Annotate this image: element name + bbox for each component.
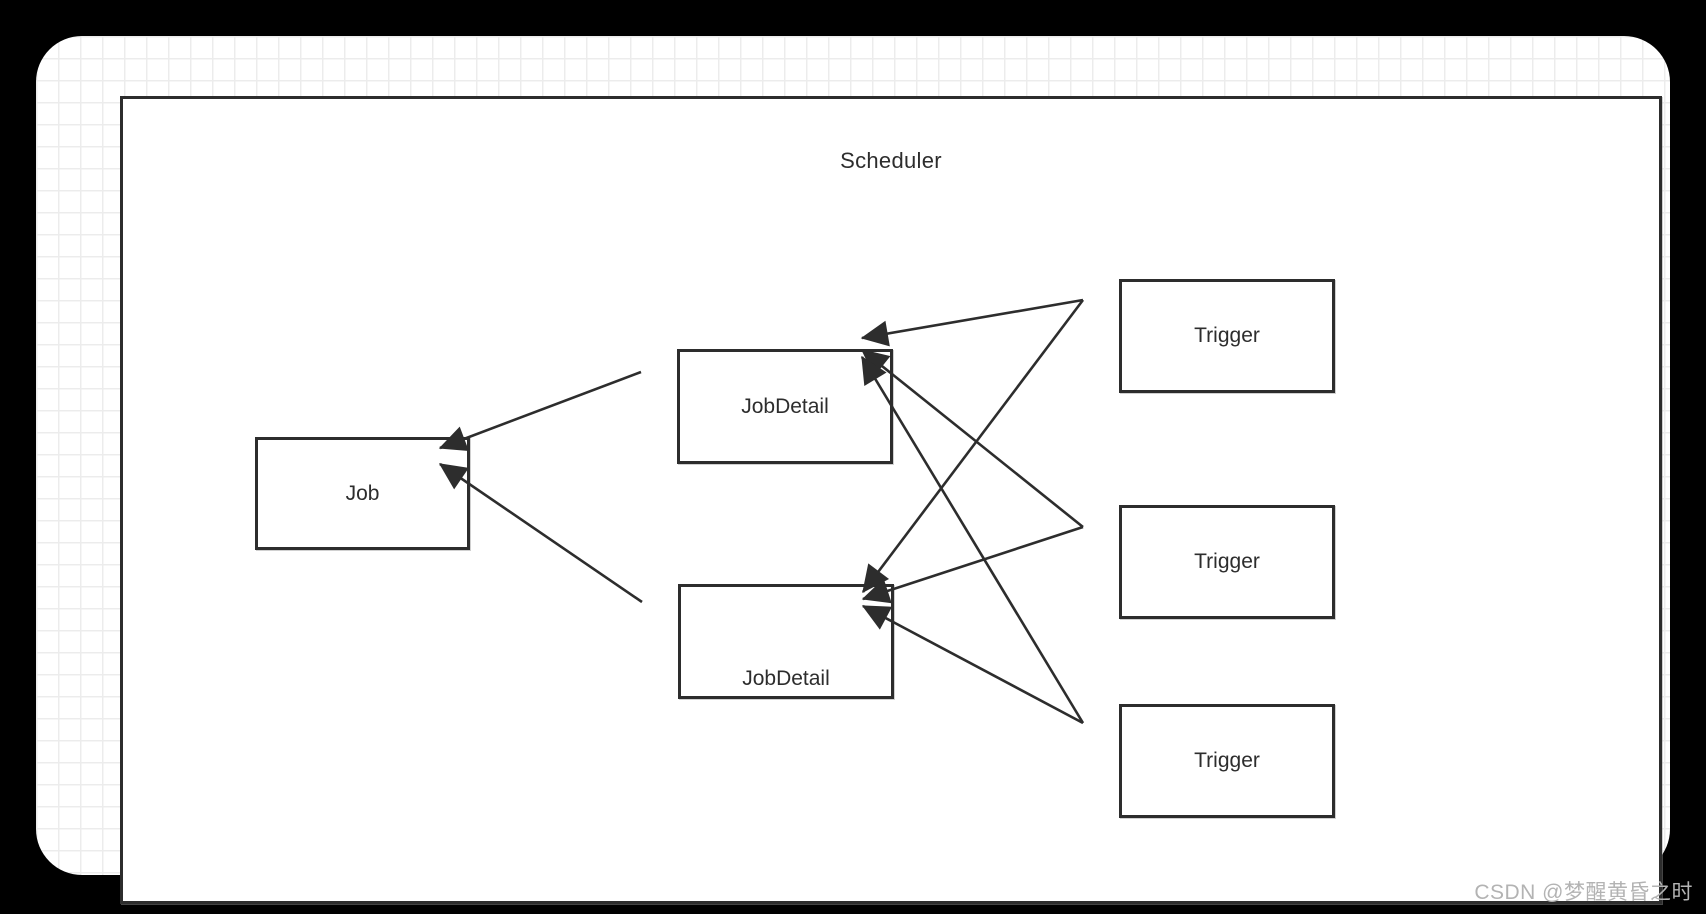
grid-paper-card: Scheduler Job JobDetail JobDetail Trigge… bbox=[36, 36, 1670, 904]
node-trigger-2-label: Trigger bbox=[1194, 550, 1260, 573]
node-jobdetail-top: JobDetail bbox=[677, 349, 893, 464]
node-jobdetail-bottom-label: JobDetail bbox=[742, 667, 830, 690]
node-job: Job bbox=[255, 437, 470, 550]
node-jobdetail-top-label: JobDetail bbox=[741, 394, 829, 418]
node-trigger-3-label: Trigger bbox=[1194, 749, 1260, 772]
node-trigger-3: Trigger bbox=[1119, 704, 1335, 818]
node-jobdetail-bottom: JobDetail bbox=[678, 584, 894, 699]
node-job-label: Job bbox=[345, 481, 380, 505]
csdn-watermark: CSDN @梦醒黄昏之时 bbox=[1474, 881, 1693, 904]
scheduler-label: Scheduler bbox=[840, 148, 942, 173]
node-trigger-1: Trigger bbox=[1119, 279, 1335, 393]
node-trigger-1-label: Trigger bbox=[1194, 324, 1260, 347]
node-trigger-2: Trigger bbox=[1119, 505, 1335, 619]
